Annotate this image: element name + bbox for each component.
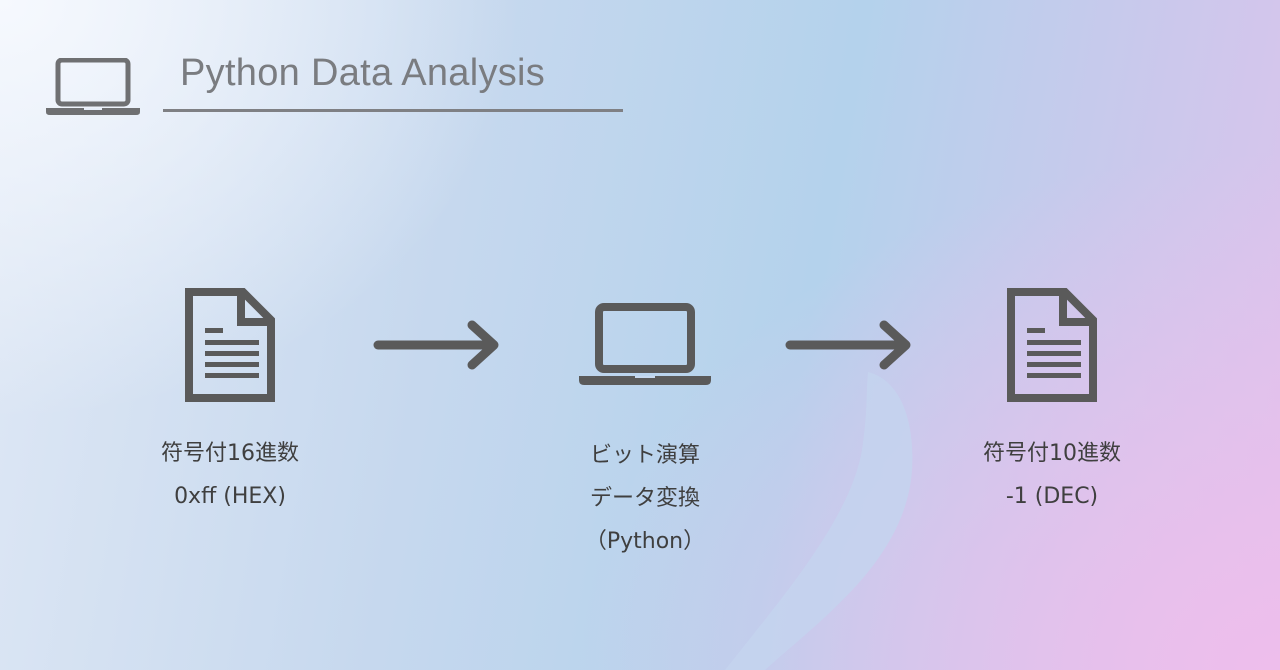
flow-node-dec: 符号付10進数 -1 (DEC) — [952, 288, 1152, 518]
arrow-right-icon — [785, 320, 911, 370]
page-title: Python Data Analysis — [180, 52, 546, 94]
document-icon — [1007, 288, 1097, 402]
title-underline — [163, 109, 623, 112]
node-label-line2: 0xff (HEX) — [174, 484, 286, 509]
node-label-line1: 符号付16進数 — [161, 441, 299, 466]
node-label-line1: ビット演算 — [589, 443, 700, 468]
document-icon — [185, 288, 275, 402]
laptop-icon — [46, 58, 140, 115]
laptop-icon — [579, 303, 711, 385]
node-label-line1: 符号付10進数 — [983, 441, 1121, 466]
node-label-line2: データ変換 — [589, 486, 700, 511]
node-label-line2: -1 (DEC) — [1005, 484, 1099, 509]
arrow-right-icon — [373, 320, 499, 370]
node-label-line3: （Python） — [584, 529, 706, 554]
flow-node-python: ビット演算 データ変換 （Python） — [545, 302, 745, 563]
flow-node-hex: 符号付16進数 0xff (HEX) — [130, 288, 330, 518]
